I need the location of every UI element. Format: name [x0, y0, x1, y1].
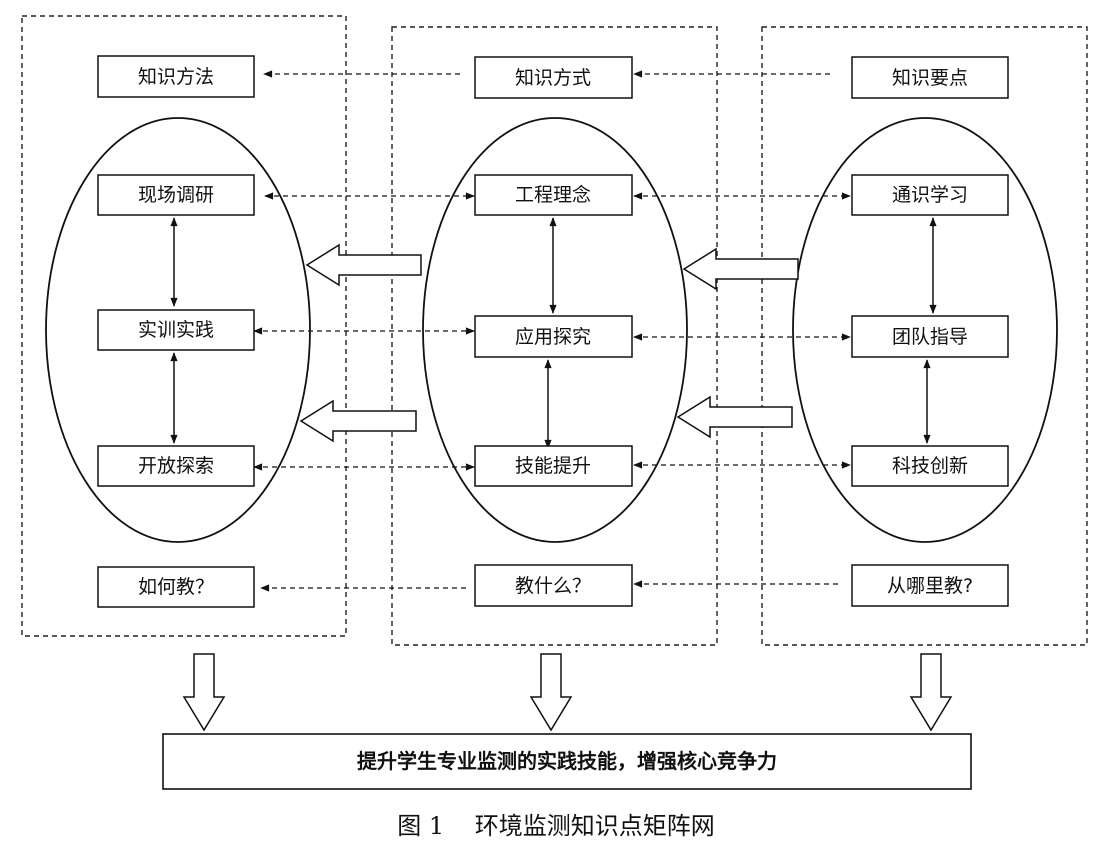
label-middle-item-2: 应用探究: [515, 326, 591, 348]
label-left-item-2: 实训实践: [138, 319, 214, 341]
label-right-bottom: 从哪里教?: [887, 575, 973, 597]
box-right-bottom: 从哪里教?: [851, 564, 1009, 607]
block-arrow-mid-to-left-lower: [299, 399, 417, 443]
box-right-item-1: 通识学习: [851, 174, 1009, 216]
block-arrow-down-left: [182, 653, 226, 732]
box-middle-item-3: 技能提升: [474, 445, 633, 487]
box-left-item-1: 现场调研: [97, 174, 255, 216]
label-right-item-1: 通识学习: [892, 184, 968, 206]
label-left-item-1: 现场调研: [138, 184, 214, 206]
box-left-item-3: 开放探索: [97, 445, 255, 487]
block-arrow-mid-to-left-upper: [305, 243, 422, 287]
block-arrow-down-middle: [529, 653, 573, 732]
figure-caption: 图 1 环境监测知识点矩阵网: [397, 812, 714, 840]
box-left-bottom: 如何教？: [97, 566, 255, 608]
panel-left: [21, 15, 347, 637]
outcome-box: 提升学生专业监测的实践技能，增强核心竞争力: [162, 733, 972, 790]
box-left-item-2: 实训实践: [97, 309, 255, 351]
label-middle-item-3: 技能提升: [515, 455, 591, 477]
label-middle-bottom: 教什么？: [515, 575, 591, 597]
label-left-bottom: 如何教？: [138, 576, 214, 598]
box-middle-bottom: 教什么？: [474, 564, 633, 607]
box-right-top: 知识要点: [851, 56, 1009, 99]
label-right-item-3: 科技创新: [892, 455, 968, 477]
label-right-top: 知识要点: [892, 67, 968, 89]
label-middle-top: 知识方式: [515, 67, 591, 89]
box-right-item-3: 科技创新: [851, 445, 1009, 487]
box-left-top: 知识方法: [97, 55, 255, 98]
label-left-item-3: 开放探索: [138, 455, 214, 477]
block-arrow-right-to-mid-lower: [676, 395, 793, 439]
label-left-top: 知识方法: [138, 66, 214, 88]
label-right-item-2: 团队指导: [892, 326, 968, 348]
ellipse-right: [792, 117, 1058, 543]
block-arrow-down-right: [909, 653, 953, 732]
box-middle-item-2: 应用探究: [474, 315, 633, 358]
label-middle-item-1: 工程理念: [515, 183, 591, 206]
outcome-label: 提升学生专业监测的实践技能，增强核心竞争力: [357, 749, 777, 773]
box-right-item-2: 团队指导: [851, 315, 1009, 358]
block-arrow-right-to-mid-upper: [682, 247, 799, 291]
box-middle-item-1: 工程理念: [474, 174, 633, 216]
box-middle-top: 知识方式: [474, 56, 633, 99]
